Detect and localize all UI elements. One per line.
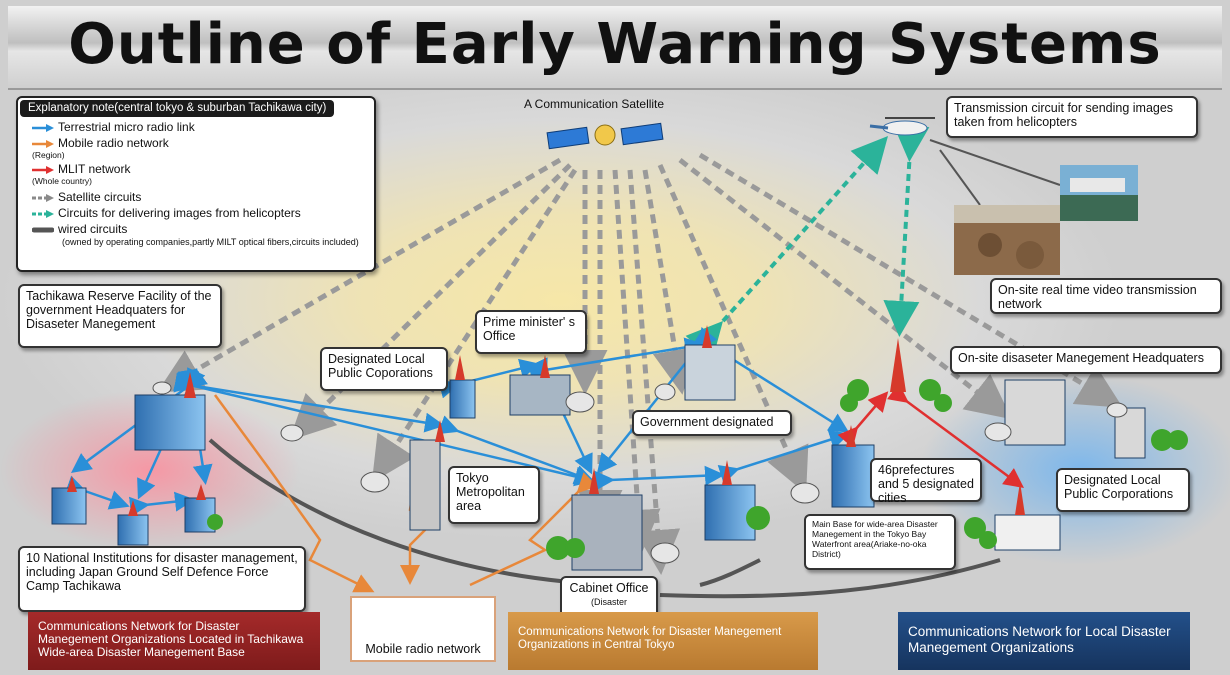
government-designated-label: Government designated [632,410,792,436]
prefectures-building [831,444,875,508]
buildings [51,344,1146,571]
legend-item-mobile: Mobile radio network (Region) [32,136,169,160]
helicopter-circuits [685,125,930,360]
legend-label-wired: wired circuits [58,222,128,236]
mobile-swatch-icon [32,137,54,151]
banner-central: Communications Network for Disaster Mane… [508,612,818,670]
banner-tachikawa: Communications Network for Disaster Mane… [28,612,320,670]
wired-swatch-icon [31,223,55,237]
main-base-building [994,514,1061,551]
mlit-swatch-icon [32,163,54,177]
mobile-radio-label: Mobile radio network [365,642,481,656]
mlit-links [837,383,1025,488]
government-designated-building [684,344,736,401]
aerial-photo-ship [1060,165,1138,221]
legend-note-wired: (owned by operating companies,partly MIL… [62,236,359,247]
legend-title: Explanatory note(central tokyo & suburba… [20,100,335,117]
legend-label-mlit: MLIT network [58,162,131,176]
prime-minister-office-building [509,374,571,416]
cabinet-office-building [571,494,643,571]
tachikawa-facility-building [134,394,206,451]
main-base-label: Main Base for wide-area Disaster Manegem… [804,514,956,570]
legend-label-terrestrial: Terrestrial micro radio link [58,120,195,134]
trees [207,379,1188,560]
onsite-hq-label: On-site disaseter Manegement Headquaters [950,346,1222,374]
title-bar: Outline of Early Warning Systems [8,6,1222,90]
legend-item-helicopter: Circuits for delivering images from heli… [32,206,301,221]
helicopter-image-links [929,139,1061,206]
prefectures-label: 46prefectures and 5 designated cities [870,458,982,505]
terrestrial-links [64,327,850,517]
national-institution-building-1 [51,487,87,525]
legend-item-terrestrial: Terrestrial micro radio link [32,120,195,135]
satellite-swatch-icon [32,191,54,205]
designated-local-right-label: Designated Local Public Corporations [1056,468,1190,512]
helicopter-icon [869,117,935,136]
onsite-hq-building [1004,379,1066,446]
onsite-video-label: On-site real time video transmission net… [990,278,1222,314]
legend-label-mobile: Mobile radio network [58,136,169,150]
legend-note-mobile: (Region) [32,149,65,160]
helicopter-swatch-icon [32,207,54,221]
satellite-icon [546,122,664,150]
legend-item-wired: wired circuits (owned by operating compa… [31,222,362,248]
national-institution-building-2 [117,514,149,546]
designated-local-left-label: Designated Local Public Coporations [320,347,448,391]
cabinet-office-title: Cabinet Office [569,581,649,595]
satellite-label: A Communication Satellite [524,97,665,111]
banner-local: Communications Network for Local Disaste… [898,612,1190,670]
legend-label-helicopter: Circuits for delivering images from heli… [58,206,301,220]
legend-label-satellite: Satellite circuits [58,190,142,204]
legend-item-mlit: MLIT network (Whole country) [32,162,130,186]
central-building [704,484,756,541]
legend: Explanatory note(central tokyo & suburba… [16,96,376,272]
helicopter-circuit-label: Transmission circuit for sending images … [946,96,1198,138]
tokyo-metropolitan-building [409,439,441,531]
prime-minister-label: Prime minister' s Office [475,310,587,354]
satellite-dishes [152,381,1128,564]
tachikawa-reserve-label: Tachikawa Reserve Facility of the govern… [18,284,222,348]
legend-note-mlit: (Whole country) [32,175,92,186]
terrestrial-swatch-icon [32,121,54,135]
designated-local-building [449,379,476,419]
national-institutions-label: 10 National Institutions for disaster ma… [18,546,306,612]
page-title: Outline of Early Warning Systems [68,12,1162,77]
radio-towers [67,325,1025,516]
legend-item-satellite: Satellite circuits [32,190,141,205]
tokyo-metro-label: Tokyo Metropolitan area [448,466,540,524]
aerial-photo-damage [954,205,1060,275]
mobile-radio-box: Mobile radio network [350,596,496,662]
